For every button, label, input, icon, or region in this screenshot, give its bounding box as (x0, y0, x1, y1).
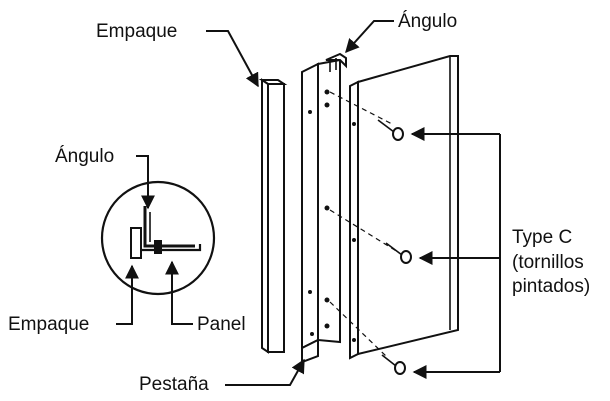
label-panel-detail: Panel (165, 260, 246, 335)
label-angulo-top: Ángulo (345, 11, 457, 54)
screw-top (377, 119, 404, 141)
svg-text:Pestaña: Pestaña (139, 374, 209, 395)
label-angulo-detail: Ángulo (55, 146, 155, 210)
angle-bracket (301, 52, 347, 364)
screw-middle (385, 242, 412, 264)
side-panel (349, 55, 459, 360)
label-type-c: Type C (tornillos pintados) (410, 127, 590, 379)
detail-inset (100, 180, 216, 296)
label-pestana: Pestaña (139, 358, 305, 395)
bracket-holes (308, 89, 330, 336)
label-empaque-top: Empaque (96, 21, 259, 88)
svg-text:Ángulo: Ángulo (55, 146, 114, 167)
label-empaque-detail: Empaque (8, 264, 139, 335)
svg-text:(tornillos: (tornillos (512, 252, 584, 273)
svg-text:pintados): pintados) (512, 276, 590, 297)
svg-text:Empaque: Empaque (96, 21, 177, 42)
gasket-strip (258, 78, 288, 354)
svg-text:Empaque: Empaque (8, 314, 89, 335)
svg-text:Ángulo: Ángulo (398, 11, 457, 32)
svg-text:Panel: Panel (197, 314, 246, 335)
screw-bottom (381, 354, 406, 375)
svg-text:Type C: Type C (512, 227, 572, 248)
